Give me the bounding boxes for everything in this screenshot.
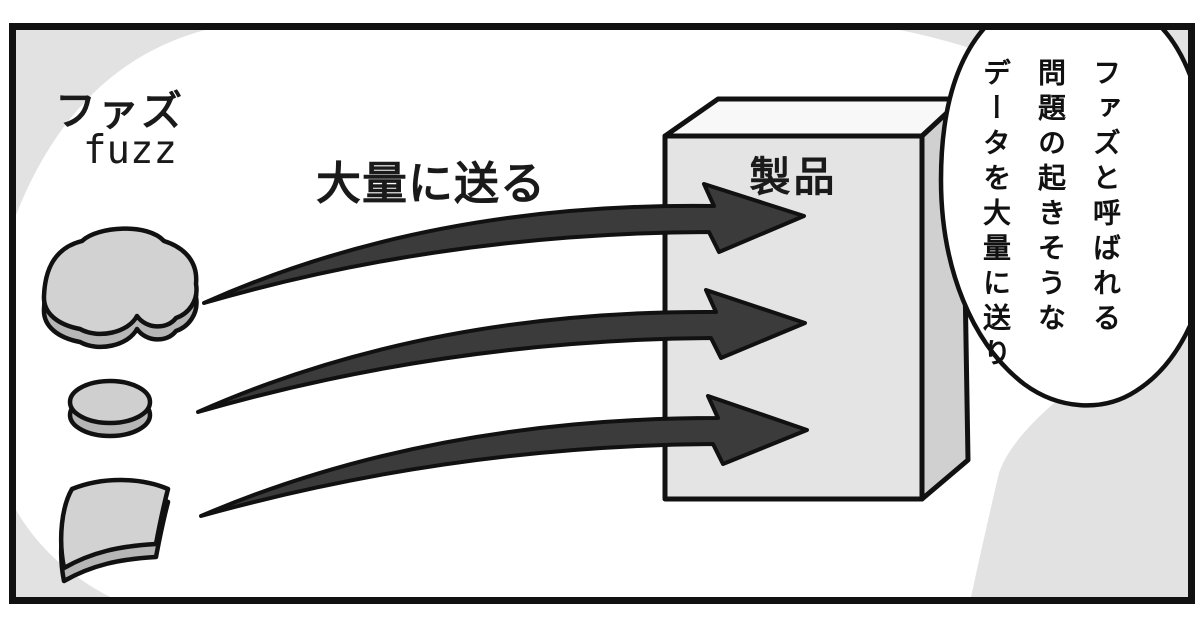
cloud-blob-icon [41,226,199,350]
fuzz-label-english: fuzz [83,128,177,173]
curved-arrow-icon-top [202,182,806,305]
speech-bubble [938,30,1188,408]
send-in-bulk-label: 大量に送る [316,158,547,209]
product-box-label: 製品 [749,154,838,200]
vignette-bottom-left [16,510,110,597]
fuzz-label-japanese: ファズ [55,88,184,134]
panel-frame-border [9,23,1195,604]
sheet-blob-icon [58,477,171,584]
vignette-top-left [16,30,205,215]
disk-blob-icon [67,378,153,439]
fuzz-arrows [196,182,809,518]
curved-arrow-icon-bottom [199,394,809,518]
product-box-top-face [662,96,965,139]
curved-arrow-icon-middle [196,288,807,414]
speech-bubble-text: ファズと呼ばれる 問題の起きそうな データを大量に送り [980,58,1121,373]
